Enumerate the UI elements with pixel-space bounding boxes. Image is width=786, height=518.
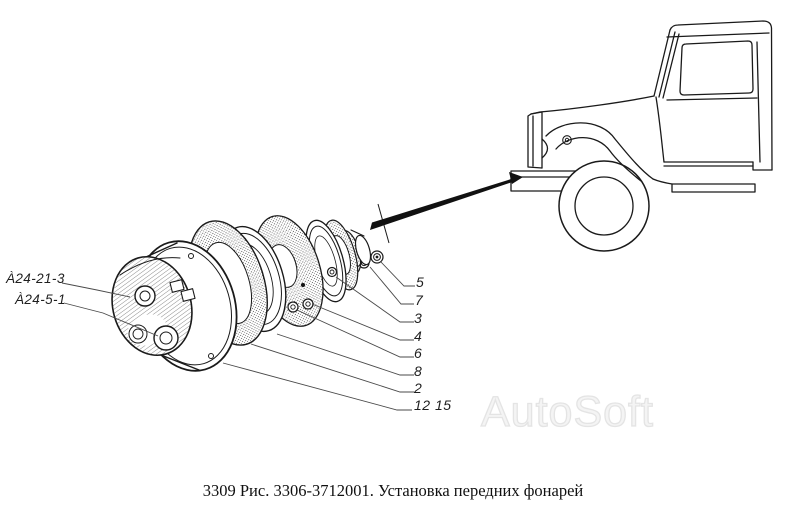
bulb-a24-21-3 xyxy=(134,285,156,307)
figure-caption: 3309 Рис. 3306-3712001. Установка передн… xyxy=(202,481,584,500)
part-label-a24-5-1: À24-5-1 xyxy=(15,292,66,307)
callout-8: 8 xyxy=(414,363,423,379)
truck-cab-drawing xyxy=(510,20,773,252)
headlamp-assembly-drawing xyxy=(111,215,384,372)
leader-lines xyxy=(61,261,415,411)
part-label-a24-21-3: À24-21-3 xyxy=(6,271,65,286)
housing-drum xyxy=(111,242,200,371)
callout-2: 2 xyxy=(414,380,423,396)
nut-part-5 xyxy=(370,250,384,264)
callout-4: 4 xyxy=(414,328,423,344)
side-marker-lamp xyxy=(562,135,572,145)
connector-block xyxy=(169,279,196,302)
callout-5: 5 xyxy=(416,274,425,290)
callout-6: 6 xyxy=(414,345,423,361)
bulb-a24-5-1 xyxy=(153,325,179,351)
side-window xyxy=(679,40,754,96)
watermark: AutoSoft xyxy=(480,388,654,436)
pointer-arrow xyxy=(370,172,523,244)
callout-12-15: 12 15 xyxy=(414,397,452,413)
headlamp-profile xyxy=(541,138,549,159)
callout-7: 7 xyxy=(415,292,424,308)
grille xyxy=(527,113,543,169)
callout-3: 3 xyxy=(414,310,423,326)
